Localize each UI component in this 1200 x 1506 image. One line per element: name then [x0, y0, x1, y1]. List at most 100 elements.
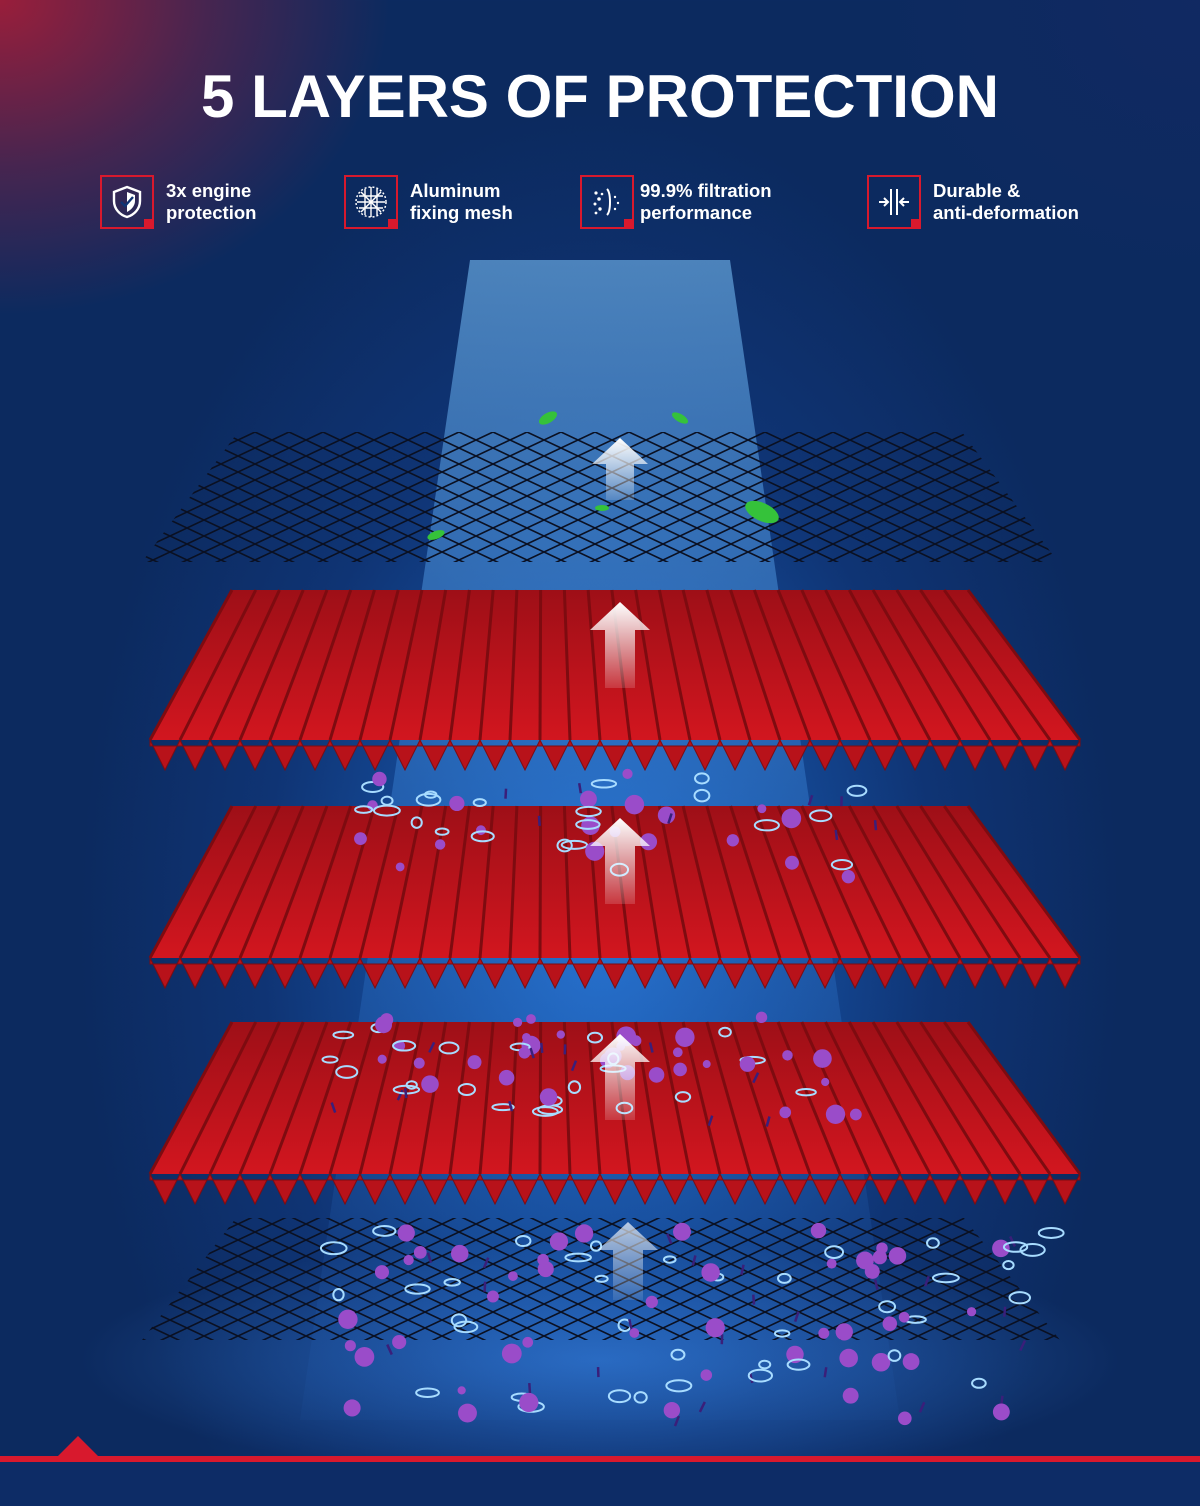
- footer-notch: [56, 1436, 100, 1458]
- pollen-particle: [658, 807, 675, 824]
- pollen-particle: [468, 1055, 482, 1069]
- water-droplet: [1039, 1228, 1064, 1238]
- pollen-particle: [508, 1271, 518, 1281]
- pollen-particle: [779, 1107, 791, 1119]
- debris-particle: [541, 1043, 542, 1053]
- pollen-particle: [673, 1047, 683, 1057]
- pollen-particle: [625, 795, 645, 815]
- pollen-particle: [706, 1318, 725, 1337]
- debris-particle: [539, 816, 540, 826]
- pollen-particle: [557, 1030, 565, 1038]
- pleat-fold: [540, 590, 541, 740]
- debris-particle: [529, 1383, 530, 1393]
- pollen-particle: [649, 1067, 665, 1083]
- pollen-particle: [550, 1232, 568, 1250]
- pollen-particle: [372, 772, 386, 786]
- pollen-particle: [757, 804, 766, 813]
- pollen-particle: [646, 1296, 658, 1308]
- pollen-particle: [782, 1050, 793, 1061]
- pollen-particle: [673, 1223, 691, 1241]
- pollen-particle: [403, 1255, 413, 1265]
- pollen-particle: [375, 1265, 389, 1279]
- pollen-particle: [575, 1224, 593, 1242]
- pollen-particle: [580, 791, 597, 808]
- pollen-particle: [740, 1056, 756, 1072]
- pollen-particle: [540, 1088, 558, 1106]
- debris-particle: [809, 795, 812, 805]
- pollen-particle: [458, 1404, 477, 1423]
- pollen-particle: [675, 1028, 694, 1047]
- pollen-particle: [344, 1399, 361, 1416]
- footer-bar: [0, 1456, 1200, 1506]
- pollen-particle: [338, 1310, 357, 1329]
- pollen-particle: [522, 1033, 531, 1042]
- pollen-particle: [499, 1070, 515, 1086]
- pollen-particle: [458, 1386, 466, 1394]
- pollen-particle: [872, 1353, 891, 1372]
- pollen-particle: [396, 863, 405, 872]
- pollen-particle: [865, 1264, 880, 1279]
- debris-particle: [579, 783, 581, 793]
- pollen-particle: [903, 1353, 920, 1370]
- pollen-particle: [992, 1240, 1010, 1258]
- pollen-particle: [821, 1078, 829, 1086]
- pollen-particle: [701, 1369, 713, 1381]
- debris-particle: [505, 789, 506, 799]
- leaf: [595, 505, 609, 511]
- debris-particle: [405, 1088, 406, 1098]
- pollen-particle: [889, 1247, 907, 1265]
- pollen-particle: [727, 834, 739, 846]
- pollen-particle: [581, 816, 600, 835]
- pollen-particle: [487, 1291, 499, 1303]
- pollen-particle: [785, 856, 799, 870]
- pollen-particle: [811, 1223, 826, 1238]
- pollen-particle: [398, 1224, 415, 1241]
- pollen-particle: [756, 1012, 767, 1023]
- debris-particle: [485, 1282, 486, 1292]
- top-aluminum-mesh: [142, 432, 1058, 562]
- pollen-particle: [519, 1047, 531, 1059]
- pollen-particle: [629, 1328, 639, 1338]
- pollen-particle: [502, 1344, 522, 1364]
- pollen-particle: [392, 1335, 406, 1349]
- pollen-particle: [782, 809, 802, 829]
- pollen-particle: [993, 1403, 1010, 1420]
- pollen-particle: [967, 1307, 976, 1316]
- pollen-particle: [414, 1058, 425, 1069]
- pollen-particle: [898, 1412, 912, 1426]
- pollen-particle: [354, 832, 367, 845]
- pollen-particle: [873, 1250, 887, 1264]
- pollen-particle: [813, 1049, 832, 1068]
- pollen-particle: [664, 1402, 680, 1418]
- pollen-particle: [701, 1263, 719, 1281]
- pollen-particle: [513, 1018, 522, 1027]
- pollen-particle: [421, 1075, 439, 1093]
- pollen-particle: [522, 1337, 533, 1348]
- pollen-particle: [526, 1014, 536, 1024]
- pollen-particle: [673, 1063, 687, 1077]
- pollen-particle: [622, 769, 632, 779]
- pollen-particle: [836, 1323, 853, 1340]
- water-droplet: [1003, 1261, 1013, 1269]
- pollen-particle: [818, 1328, 829, 1339]
- pollen-particle: [355, 1347, 375, 1367]
- pollen-particle: [843, 1388, 859, 1404]
- debris-particle: [836, 830, 837, 840]
- debris-particle: [753, 1295, 754, 1305]
- debris-particle: [825, 1367, 827, 1377]
- pollen-particle: [435, 839, 445, 849]
- debris-particle: [1004, 1307, 1005, 1317]
- pollen-particle: [883, 1316, 898, 1331]
- pollen-particle: [414, 1246, 427, 1259]
- pleat-fold: [540, 806, 541, 958]
- pollen-particle: [451, 1245, 468, 1262]
- pollen-particle: [375, 1016, 392, 1033]
- pollen-particle: [519, 1393, 538, 1412]
- water-droplet: [848, 786, 867, 796]
- pollen-particle: [345, 1340, 356, 1351]
- pollen-particle: [839, 1349, 858, 1368]
- pollen-particle: [378, 1055, 387, 1064]
- pollen-particle: [842, 870, 855, 883]
- pollen-particle: [476, 825, 486, 835]
- pollen-particle: [703, 1060, 711, 1068]
